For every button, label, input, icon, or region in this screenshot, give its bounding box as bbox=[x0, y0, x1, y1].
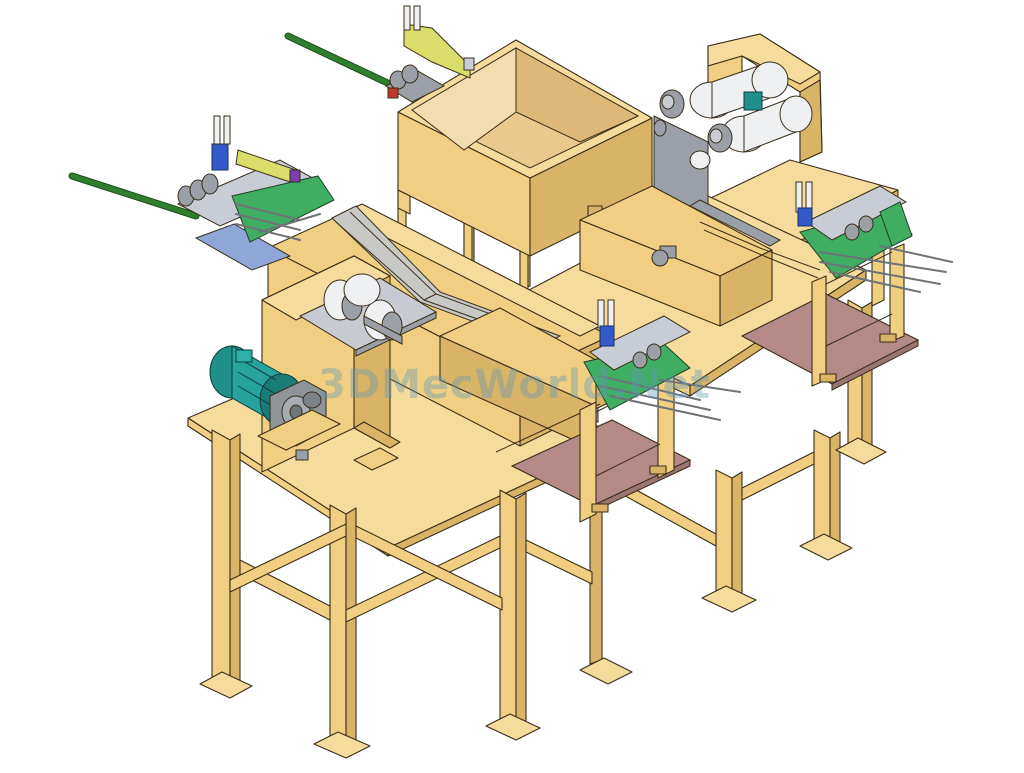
feed-rod-top bbox=[285, 33, 397, 89]
feed-plate-blue bbox=[194, 223, 292, 271]
collection-tray-right bbox=[740, 243, 920, 391]
feed-arm-top bbox=[403, 23, 471, 79]
transfer-chain bbox=[699, 221, 821, 271]
left-table-foot bbox=[199, 671, 253, 699]
left-drive-unit bbox=[209, 255, 438, 473]
cylinder-valve-left bbox=[211, 143, 229, 171]
gripper-station-center bbox=[583, 299, 741, 421]
right-drive-unit bbox=[579, 33, 823, 327]
center-table-leg-right bbox=[813, 429, 831, 549]
gripper-station-right bbox=[795, 181, 953, 293]
center-table-leg bbox=[715, 469, 733, 601]
collection-tray-front bbox=[510, 369, 692, 523]
left-table-leg-front-left bbox=[211, 429, 231, 689]
feed-station-left bbox=[68, 115, 335, 271]
feed-rod-left bbox=[69, 173, 199, 219]
feed-station-top bbox=[284, 5, 475, 103]
